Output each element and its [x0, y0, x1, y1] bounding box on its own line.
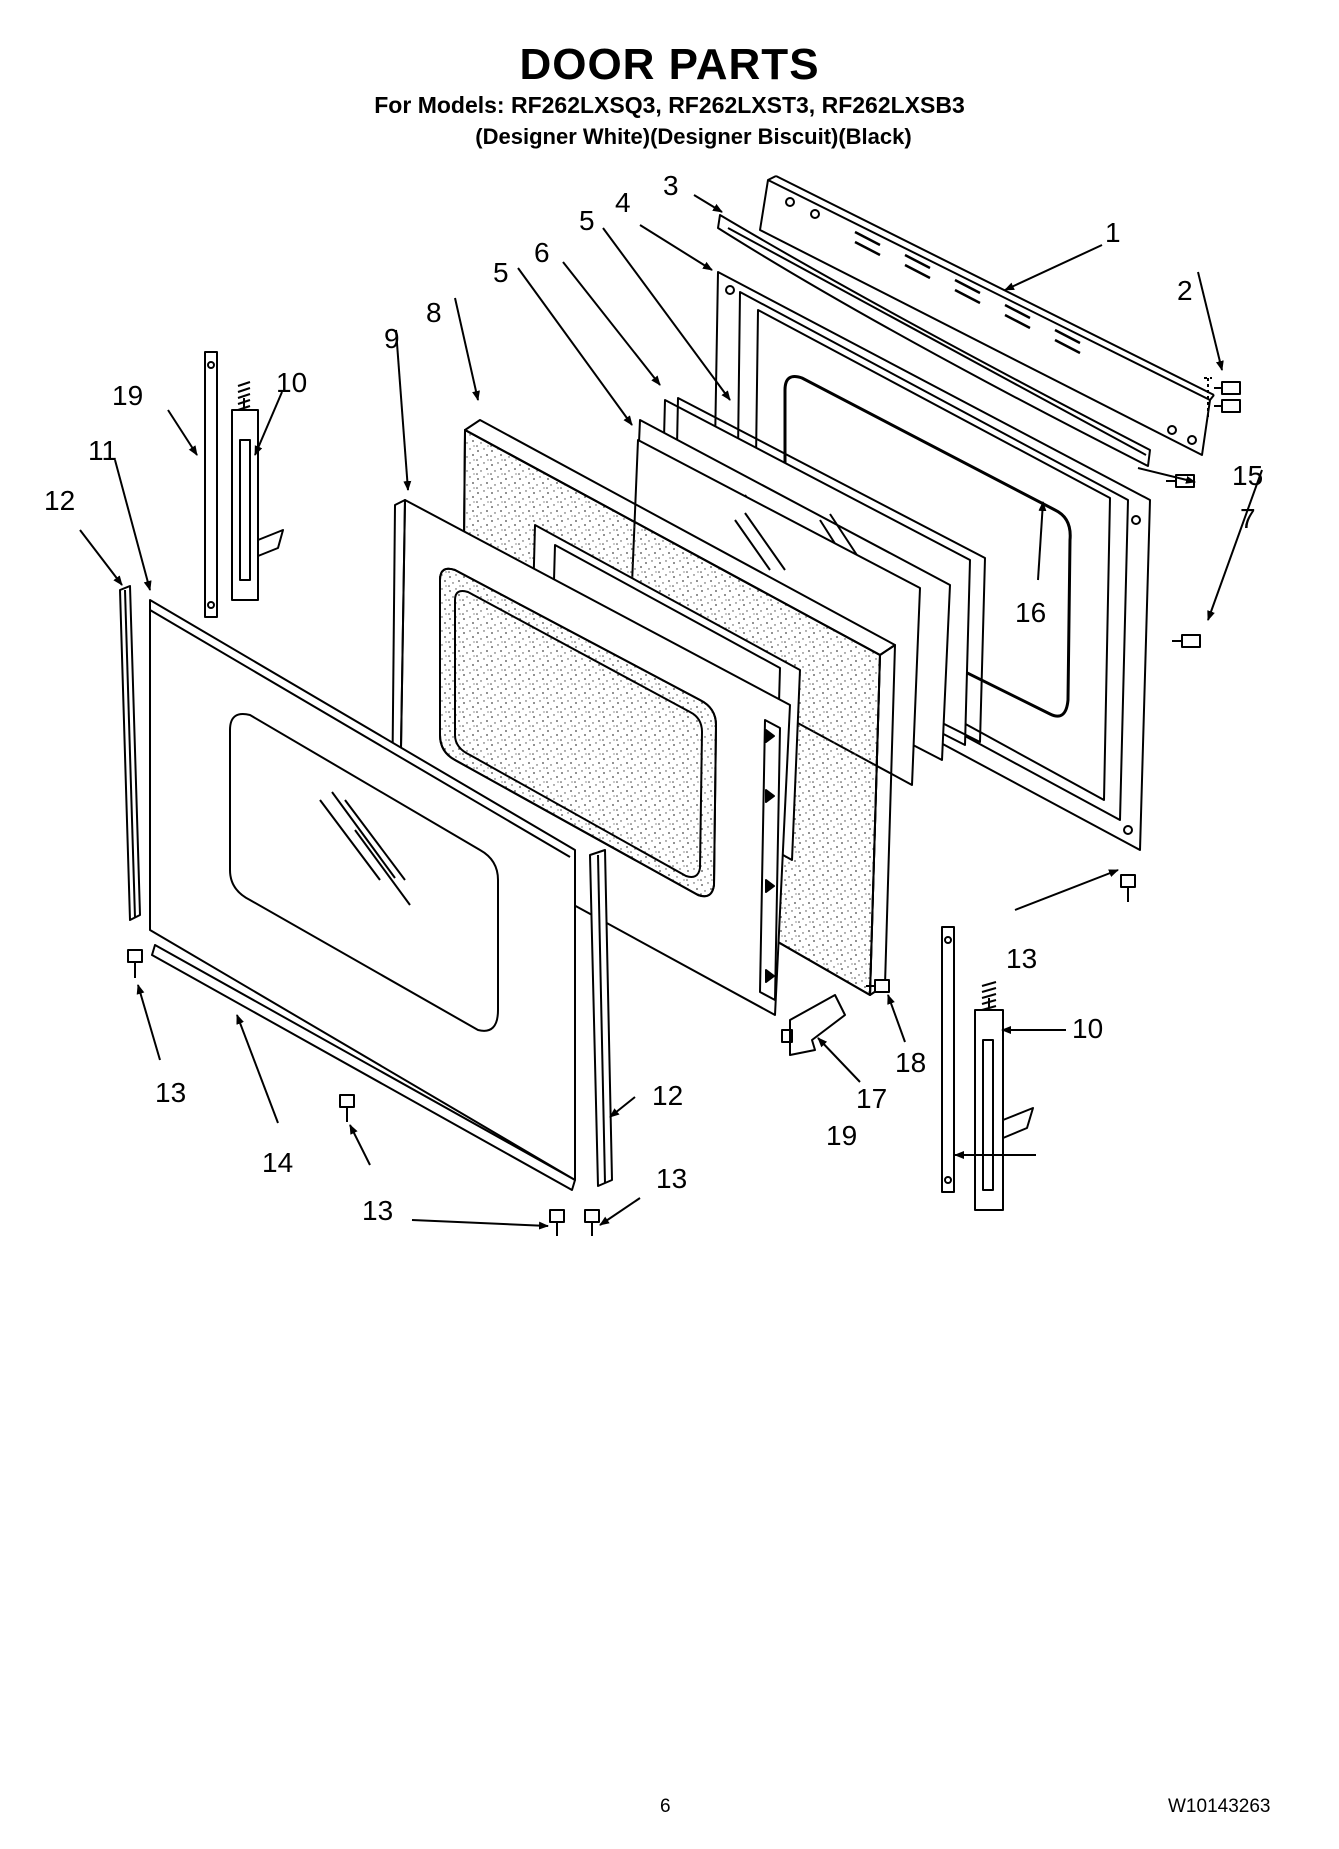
- callout-13-left: 13: [155, 1077, 186, 1108]
- callout-13-bottom: 13: [362, 1195, 393, 1226]
- callout-1: 1: [1105, 217, 1121, 248]
- side-trim-right-part: [589, 849, 613, 1187]
- callout-10-left: 10: [276, 367, 307, 398]
- leader-lines: [79, 194, 1263, 1230]
- color-variants: (Designer White)(Designer Biscuit)(Black…: [475, 124, 912, 149]
- callout-12-right: 12: [652, 1080, 683, 1111]
- handle-rail-part: [717, 214, 1151, 467]
- callout-5-upper: 5: [579, 205, 595, 236]
- hinge-left-part: [204, 351, 284, 618]
- callout-3: 3: [663, 170, 679, 201]
- callout-9: 9: [384, 323, 400, 354]
- bracket-part: [781, 994, 846, 1056]
- bottom-trim-part: [151, 944, 576, 1191]
- callout-12-left: 12: [44, 485, 75, 516]
- callout-6: 6: [534, 237, 550, 268]
- door-frame-part: [391, 499, 791, 1016]
- page-title: DOOR PARTS: [519, 40, 820, 89]
- callout-13-bottom-right: 13: [656, 1163, 687, 1194]
- callout-14: 14: [262, 1147, 293, 1178]
- screw-part: [127, 381, 1241, 1236]
- callout-18: 18: [895, 1047, 926, 1078]
- callout-2: 2: [1177, 275, 1193, 306]
- model-list: For Models: RF262LXSQ3, RF262LXST3, RF26…: [374, 92, 965, 118]
- callout-4: 4: [615, 187, 631, 218]
- callout-8: 8: [426, 297, 442, 328]
- callout-13-right: 13: [1006, 943, 1037, 974]
- callout-7: 7: [1240, 503, 1256, 534]
- callout-numbers: 1 2 3 4 5 5 6 7 8 9 10 10 11 12 12 13 13…: [44, 170, 1263, 1226]
- callout-16: 16: [1015, 597, 1046, 628]
- callout-5-lower: 5: [493, 257, 509, 288]
- page-number: 6: [660, 1796, 671, 1817]
- hinge-right-part: [941, 926, 1034, 1211]
- document-number: W10143263: [1168, 1796, 1271, 1817]
- side-trim-left-part: [119, 585, 141, 921]
- callout-11: 11: [88, 435, 117, 466]
- callout-10-right: 10: [1072, 1013, 1103, 1044]
- callout-19-right: 19: [826, 1120, 857, 1151]
- callout-17: 17: [856, 1083, 887, 1114]
- callout-19-left: 19: [112, 380, 143, 411]
- callout-15: 15: [1232, 460, 1263, 491]
- vent-trim-part: [759, 175, 1215, 456]
